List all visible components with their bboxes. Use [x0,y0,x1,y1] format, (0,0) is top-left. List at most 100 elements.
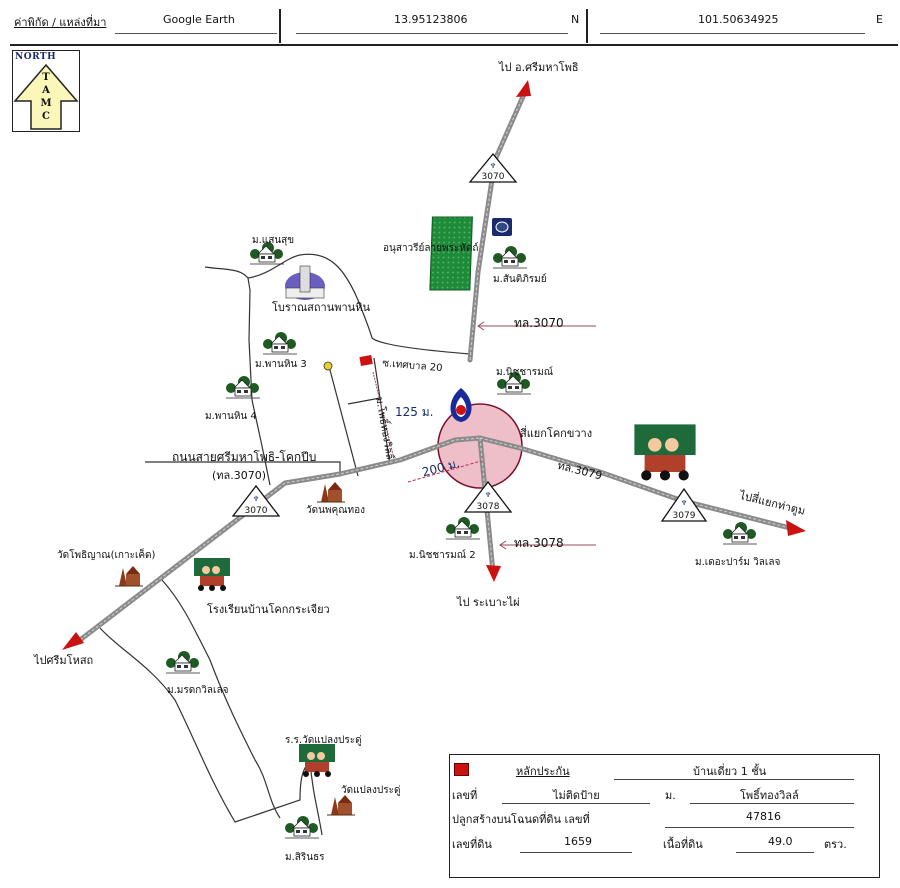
shield-number: 3070 [482,172,505,182]
north-letter: M [40,98,52,109]
destination-north-label: ไป อ.ศรีมหาโพธิ [499,61,579,74]
temple-icon [115,566,143,587]
village-name-value: โพธิ์ทองวิลล์ [740,789,799,802]
local-road [347,397,381,405]
route-shield-3070-west: ♆ 3070 [231,484,281,517]
route-shield-3078: ♆ 3078 [463,480,513,513]
north-arrow: NORTH T A M C [12,50,80,132]
village-label: ม.แสนสุข [252,235,295,246]
village-house-icon [446,517,480,540]
north-label: NORTH [15,52,57,62]
longitude-underline [600,33,865,34]
latitude-underline [296,33,568,34]
svg-text:♆: ♆ [253,495,259,503]
collateral-label: หลักประกัน [516,765,570,778]
property-marker [359,355,373,366]
village-house-icon [263,332,297,355]
north-letter: C [42,111,50,122]
school-icons [194,424,696,777]
village-name-label: ม. [665,789,676,802]
village-icons [166,242,757,839]
temple-label: วัดแปลงประดู่ [341,785,401,796]
village-house-icon [723,522,757,545]
temple-label: วัดโพธิญาณ(เกาะเค็ด) [57,550,156,561]
monument-label: อนุสาวรีย์ลายพระหัตถ์ [383,243,479,254]
intersection-label: สี่แยกโคกขวาง [520,427,593,440]
shield-number: 3079 [673,511,696,521]
collateral-value: บ้านเดี่ยว 1 ชั้น [693,765,767,778]
route-shield-3079: ♆ 3079 [660,487,708,522]
temple-label: วัดนพคุณทอง [306,505,365,516]
area-value: 49.0 [768,835,793,848]
village-house-icon [226,376,260,399]
east-direction-arrow [786,520,806,536]
source-label: ค่าพิกัด / แหล่งที่มา [14,16,107,29]
svg-text:♆: ♆ [681,499,687,507]
temple-icons [115,482,355,816]
village-label: ม.เดอะปาร์ม วิลเลจ [695,557,781,568]
source-underline [115,33,277,34]
southwest-direction-arrow [62,632,84,650]
school-icon [634,424,696,481]
distance-200-line [407,460,482,483]
area-unit: ตรว. [824,838,847,851]
school-icon [299,744,335,777]
shield-number: 3070 [245,506,268,516]
village-house-icon [285,816,319,839]
route-shield-3070-north: ♆ 3070 [468,152,518,183]
local-road [204,266,271,486]
north-direction-arrow [516,80,531,97]
destination-southwest-label: ไปศรีมโหสถ [34,654,94,667]
temple-icon [317,482,345,503]
main-road-code-label: (ทล.3070) [212,469,267,482]
area-label: เนื้อที่ดิน [663,838,703,851]
deed-label: ปลูกสร้างบนโฉนดที่ดิน เลขที่ [452,813,590,826]
north-letter: T [42,72,50,83]
header-divider [279,9,281,43]
distance-125-label: 125 ม. [395,405,434,419]
destination-south-label: ไป ระเบาะไผ่ [457,596,520,609]
ancient-site-icon [285,265,325,300]
header-divider [586,9,588,43]
main-road-label: ถนนสายศรีมหาโพธิ-โคกปีบ [172,450,317,464]
longitude-suffix: E [876,13,883,26]
north-arrow-icon [13,63,79,130]
village-label: ม.สิรินธร [285,852,325,863]
house-no-label: เลขที่ [452,789,478,802]
road-label-tl3078: ทล.3078 [514,536,564,550]
local-road [99,627,311,823]
village-label: ม.นิชชารมณ์ 2 [409,550,476,561]
land-no-value: 1659 [564,835,592,848]
local-road [329,369,359,477]
village-house-icon [250,242,284,265]
north-letter: A [42,85,50,96]
svg-text:♆: ♆ [490,162,496,170]
svg-text:♆: ♆ [485,491,491,499]
ancient-site-label: โบราณสถานพานหิน [272,301,370,314]
leader-line [145,461,341,473]
local-road [161,579,281,819]
local-roads [99,253,471,836]
village-house-icon [493,246,527,269]
land-no-label: เลขที่ดิน [452,838,492,851]
school-label: โรงเรียนบ้านโคกกระเจียว [207,603,330,616]
village-label: ม.นิชชารมณ์ [496,367,554,378]
property-marker-legend [454,763,469,776]
school-icon [194,558,230,591]
village-label: ม.สันติภิรมย์ [493,274,547,285]
temple-icon [327,795,355,816]
header-bottom-rule [10,44,898,46]
local-road [247,253,471,355]
road-label-tl3070: ทล.3070 [514,316,564,330]
poi-dot [323,361,333,371]
village-label: ม.มรดกวิลเลจ [167,685,229,696]
gas-station-icon [450,388,472,422]
source-value: Google Earth [163,13,235,26]
pointer-arrows [372,321,596,550]
longitude-value: 101.50634925 [698,13,779,26]
deed-value: 47816 [746,810,781,823]
village-house-icon [166,651,200,674]
local-road [373,357,391,466]
school-label: ร.ร.วัดแปลงประดู่ [285,735,362,746]
